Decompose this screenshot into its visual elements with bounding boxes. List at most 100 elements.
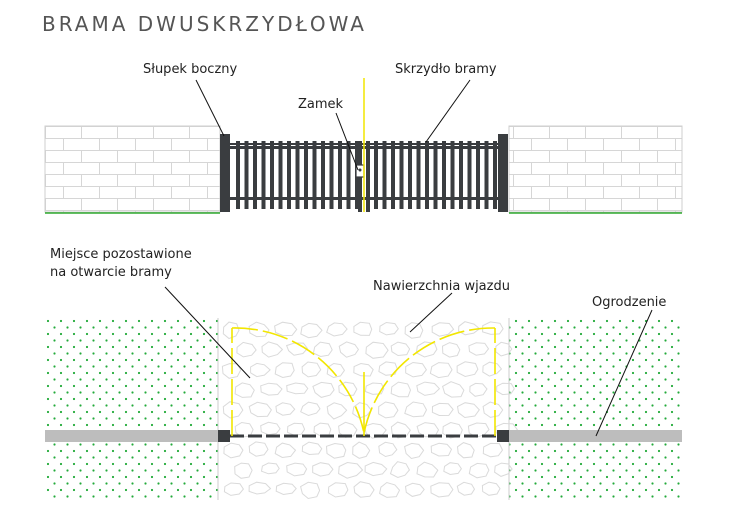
paving-stone [431, 402, 454, 417]
paving-stone [312, 381, 335, 398]
left-post-plan [218, 430, 230, 442]
paving-stone [389, 461, 411, 479]
paving-stone [300, 322, 323, 339]
fence-label: Ogrodzenie [592, 295, 666, 310]
paving-stone [495, 341, 513, 357]
gate-picket [261, 141, 266, 209]
paving-stone [261, 341, 284, 358]
paving-stone [327, 482, 349, 498]
swing-label-line2: na otwarcie bramy [50, 265, 172, 280]
gate-picket [476, 141, 480, 209]
paving-stone [458, 321, 481, 336]
paving-stone [441, 342, 461, 358]
elevation-view [44, 78, 683, 214]
paving-stone [326, 362, 346, 379]
gate-picket [278, 141, 283, 209]
paving-stone [286, 382, 309, 395]
lock-label: Zamek [298, 97, 344, 112]
paving-stone [326, 322, 348, 337]
paving-stone [236, 341, 257, 358]
paving-stone [300, 481, 321, 500]
leaf-label: Skrzydło bramy [395, 62, 497, 77]
left-gate-post [220, 134, 230, 212]
paving-stone [352, 441, 371, 459]
paving-stone [404, 482, 425, 497]
right-post-plan [497, 430, 509, 442]
paving-stone [456, 442, 475, 459]
paving-stone [482, 401, 504, 418]
paving-stone [430, 442, 453, 457]
paving-stone [275, 482, 297, 496]
paving-stone [312, 341, 333, 358]
paving-stone [353, 481, 375, 498]
paving-stone [222, 321, 240, 340]
paving-stone [404, 442, 425, 460]
paving-stone [482, 442, 504, 458]
paving-stone [250, 362, 271, 378]
surface-leader-line [409, 292, 453, 333]
paving-stone [405, 361, 428, 378]
paving-stone [404, 322, 424, 339]
gate-picket [450, 141, 455, 209]
paving-stone [338, 381, 358, 397]
gate-picket [253, 141, 257, 209]
paving-stone [379, 481, 401, 498]
paving-stone [482, 361, 503, 377]
paving-stone [312, 462, 334, 477]
paving-stone [353, 362, 374, 377]
left-lawn-area [45, 318, 218, 500]
paving-stone [416, 381, 441, 396]
paving-stone [456, 361, 479, 378]
paving-stone [353, 321, 373, 336]
gate-picket [433, 141, 438, 209]
gate-picket [442, 141, 446, 209]
paving-stone [286, 422, 306, 436]
paving-stone [429, 362, 453, 379]
paving-stone [430, 482, 454, 498]
lock-leader-line [335, 112, 359, 171]
gate-picket [493, 141, 497, 209]
paving-stone [416, 461, 439, 478]
paving-stone [326, 402, 348, 420]
paving-stone [248, 321, 270, 338]
paving-stone [390, 381, 412, 398]
paving-stone [300, 401, 321, 417]
paving-stone [364, 382, 385, 395]
plan-view [45, 318, 682, 500]
paving-stone [260, 421, 281, 436]
right-brick-wall [508, 125, 683, 213]
paving-stone [468, 342, 490, 356]
paving-stone [338, 421, 358, 438]
paving-stone [248, 481, 272, 495]
paving-stone [234, 382, 255, 398]
paving-stone [301, 361, 322, 378]
gate-picket [425, 141, 429, 209]
paving-stone [378, 441, 398, 458]
swing-leader-line [164, 286, 251, 379]
leaf-leader-line [425, 79, 471, 143]
gate-picket [484, 141, 489, 209]
gate-picket [244, 141, 249, 209]
gate-picket [408, 141, 412, 209]
gate-picket [399, 141, 404, 209]
driveway-pavement [221, 321, 518, 500]
paving-stone [431, 322, 455, 337]
paving-stone [223, 482, 245, 496]
paving-stone [222, 401, 244, 419]
paving-stone [313, 422, 332, 437]
gate-picket [270, 141, 274, 209]
paving-stone [301, 441, 323, 456]
right-fence-band [509, 430, 682, 442]
gate-picket [338, 141, 342, 209]
gate-picket [304, 141, 308, 209]
right-gate-post [498, 134, 508, 212]
paving-stone [274, 442, 297, 459]
paving-stone [378, 401, 399, 419]
paving-stone [469, 382, 488, 397]
gate-picket [329, 141, 334, 209]
paving-stone [443, 462, 463, 476]
fence-leader-line [595, 309, 653, 437]
paving-stone [325, 442, 347, 459]
paving-stone [248, 401, 273, 418]
